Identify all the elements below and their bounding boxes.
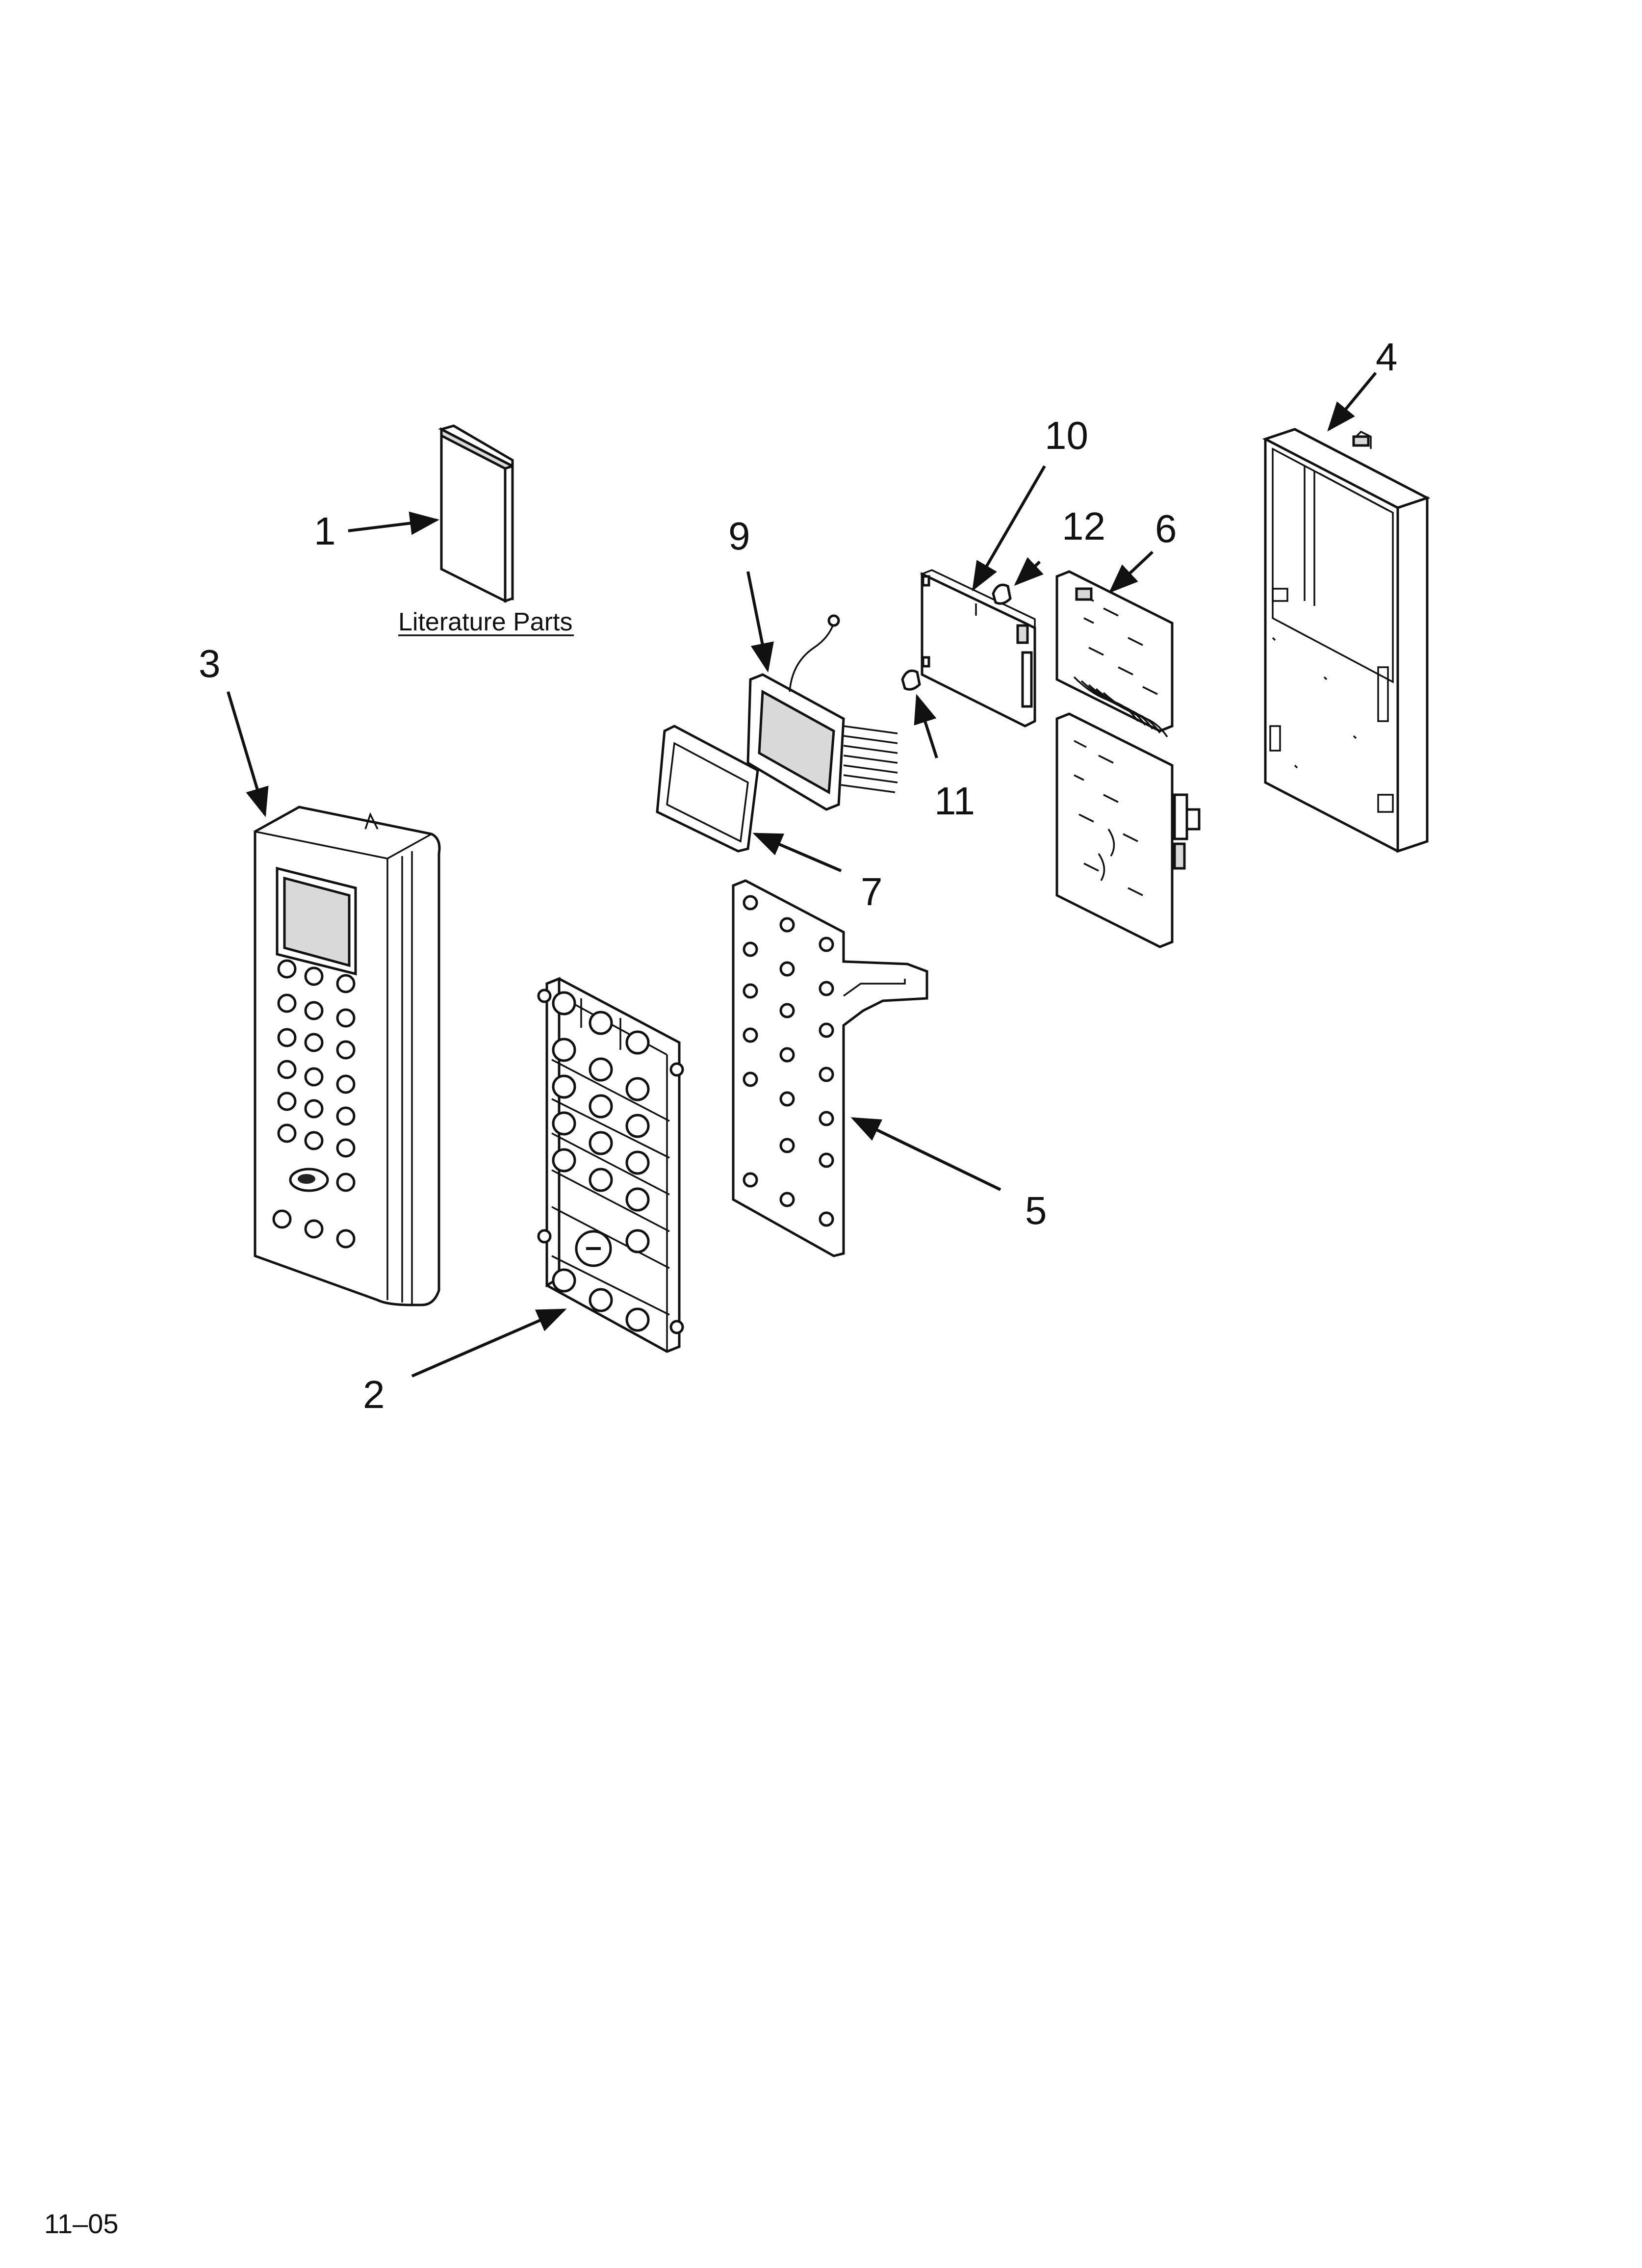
leader-7 <box>752 833 842 872</box>
callout-1: 1 <box>314 509 336 553</box>
callout-9: 9 <box>728 514 750 558</box>
relay-board-assembly <box>1055 570 1201 948</box>
callout-4: 4 <box>1376 335 1398 379</box>
callout-11: 11 <box>934 779 975 823</box>
button-cap-lower <box>901 669 921 691</box>
keypad-frame <box>537 977 684 1353</box>
display-gasket <box>656 725 759 853</box>
callout-6: 6 <box>1155 507 1177 550</box>
leader-4 <box>1327 372 1377 432</box>
leader-12 <box>1014 557 1044 586</box>
literature-booklet <box>438 424 514 603</box>
lcd-display <box>746 614 898 811</box>
callout-2: 2 <box>363 1373 385 1416</box>
callout-3: 3 <box>199 642 221 685</box>
callout-5: 5 <box>1025 1189 1047 1232</box>
control-panel-front <box>254 806 441 1306</box>
control-board <box>920 569 1036 728</box>
rear-housing <box>1262 428 1431 853</box>
callout-7: 7 <box>861 870 883 913</box>
membrane-switch <box>732 879 928 1257</box>
leader-3 <box>227 691 269 817</box>
callout-10: 10 <box>1045 414 1088 457</box>
page-code: 11–05 <box>44 2208 119 2239</box>
leader-10 <box>972 465 1046 592</box>
leader-11 <box>914 694 938 758</box>
button-cap-upper <box>992 583 1012 605</box>
leader-5 <box>850 1117 1001 1191</box>
leader-9 <box>746 571 774 673</box>
leader-2 <box>411 1308 567 1378</box>
leader-1 <box>348 511 439 535</box>
leader-6 <box>1108 550 1154 594</box>
literature-parts-label: Literature Parts <box>398 608 573 636</box>
callout-12: 12 <box>1062 504 1105 548</box>
